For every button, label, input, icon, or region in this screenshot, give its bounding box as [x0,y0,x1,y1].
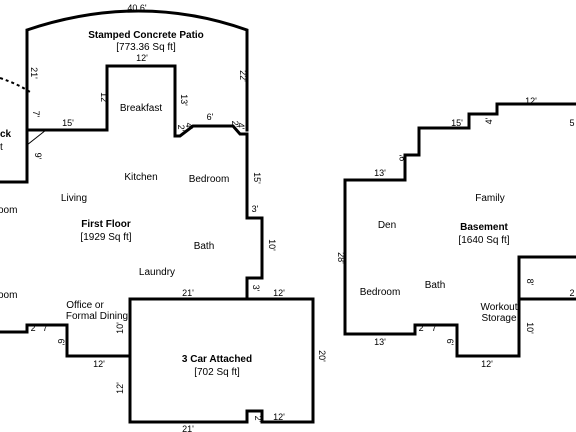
room-label-deck-area: t [0,142,3,153]
dim-garage-top-21: 21' [182,288,194,298]
basement-room-den: Den [378,220,396,231]
dim-step-4a: 4' [184,123,194,130]
bdim-left-13: 13' [374,168,386,178]
basement-room-workout: Workout [480,302,517,313]
first-floor-outline [0,64,264,358]
basement-room-bath: Bath [425,280,446,291]
bdim-top-5: 5 [569,118,574,128]
dim-garage-bottom-2: 2' [253,416,263,423]
deck-dashed-arc [0,77,31,93]
basement-area: [1640 Sq ft] [458,235,509,246]
dim-bottom-7: 7' [43,323,50,333]
first-floor-title: First Floor [81,219,131,230]
dim-right-10: 10' [267,239,277,251]
dim-step-4b: 4' [236,123,246,130]
dim-garage-left-10: 10' [115,322,125,334]
dim-garage-right-20: 20' [317,350,327,362]
dim-mid-12: 12' [99,92,109,104]
bdim-right-10: 10' [525,322,535,334]
patio-title: Stamped Concrete Patio [88,30,204,41]
dim-step-6: 6' [207,112,214,122]
garage-title: 3 Car Attached [182,354,252,365]
dim-garage-bottom-12: 12' [273,412,285,422]
bdim-top-15: 15' [451,118,463,128]
dim-left-9: 9' [33,153,43,160]
basement-room-storage: Storage [481,313,516,324]
dim-bottom-12: 12' [93,359,105,369]
bdim-top-12: 12' [525,96,537,106]
room-label-kitchen: Kitchen [124,172,157,183]
room-label-left-bottom: oom [0,290,17,301]
dim-garage-left-12: 12' [115,382,125,394]
dim-bottom-2: 2' [31,323,38,333]
bdim-bottom-6: 6' [445,339,455,346]
dim-step-2a: 2' [176,125,186,132]
basement-outline [343,102,576,358]
bdim-bottom-2: 2' [419,323,426,333]
dim-right-3b: 3' [251,285,261,292]
dim-garage-bottom-21: 21' [182,424,194,432]
room-label-bath: Bath [194,241,215,252]
basement-right-inner [517,255,576,301]
dim-garage-top-12: 12' [273,288,285,298]
dim-step-2b: 2' [230,121,240,128]
dim-left-7: 7' [31,111,41,118]
deck-thin-line [26,129,47,146]
bdim-left-9: 9' [398,154,408,161]
garage-area: [702 Sq ft] [194,367,240,378]
bdim-bottom-13: 13' [374,337,386,347]
dim-right-15: 15' [252,172,262,184]
bdim-right-2: 2 [569,288,574,298]
first-floor-left-wall [0,128,29,184]
bdim-right-8: 8' [525,279,535,286]
bdim-top-4: 4' [484,117,494,124]
patio-area: [773.36 Sq ft] [116,42,176,53]
dim-mid-15: 15' [62,118,74,128]
dim-mid-13: 13' [179,94,189,106]
room-label-living: Living [61,193,87,204]
bdim-bottom-7: 7' [432,323,439,333]
room-label-bedroom: Bedroom [189,174,230,185]
dim-left-21: 21' [29,67,39,79]
bdim-bottom-12: 12' [481,359,493,369]
dim-bottom-6: 6' [56,339,66,346]
dim-right-3: 3' [252,204,259,214]
room-label-deck: ck [0,129,12,140]
first-floor-area: [1929 Sq ft] [80,232,131,243]
bdim-left-28: 28' [336,252,346,264]
basement-room-family: Family [475,193,504,204]
room-label-office: Office or [66,300,104,311]
room-label-formal-dining: Formal Dining [66,311,128,322]
basement-title: Basement [460,222,508,233]
room-label-breakfast: Breakfast [120,103,162,114]
patio-outline [25,9,249,132]
dim-right-22: 22' [238,70,248,82]
dim-top: 40.6' [127,3,147,13]
room-label-laundry: Laundry [139,267,175,278]
dim-patio-inner-top: 12' [136,53,148,63]
room-label-left-top: oom [0,205,17,216]
garage-outline [128,297,315,424]
basement-room-bedroom: Bedroom [360,287,401,298]
